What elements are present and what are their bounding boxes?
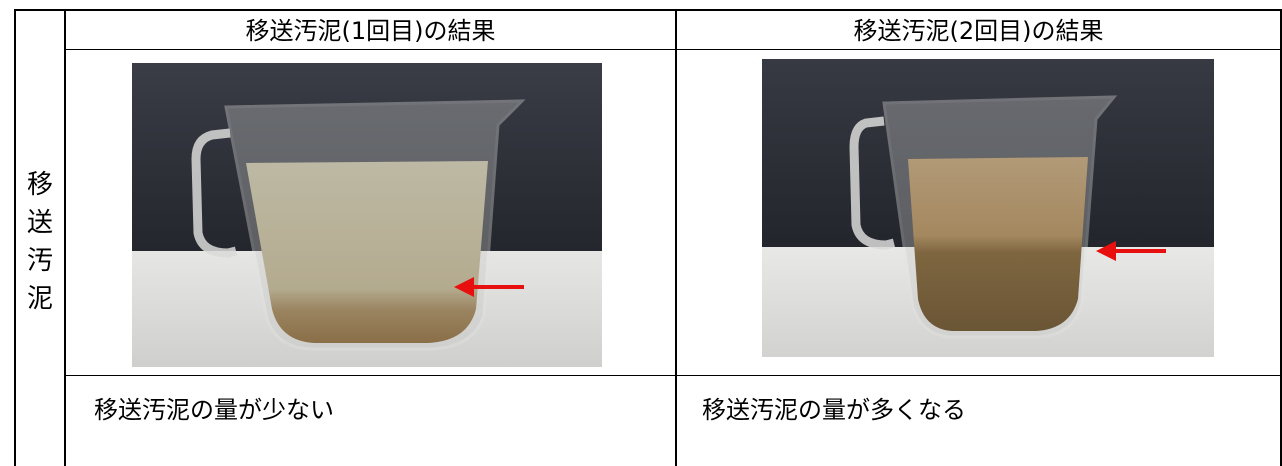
measuring-jug-photo-2	[762, 59, 1214, 357]
measuring-jug-photo-1	[132, 63, 602, 367]
row-header-char: 泥	[26, 284, 53, 314]
table-top-border	[14, 9, 1282, 11]
measuring-jug-photo	[762, 59, 1214, 357]
column-heading-first: 移送汚泥(1回目)の結果	[245, 17, 496, 45]
measuring-jug-photo	[132, 63, 602, 367]
row-header-char: 汚	[26, 246, 53, 276]
photo-row-divider	[64, 375, 1282, 376]
header-row-divider	[64, 49, 1282, 50]
row-header-char: 送	[26, 208, 53, 238]
caption-second: 移送汚泥の量が多くなる	[702, 396, 966, 424]
table-right-border	[1280, 9, 1282, 466]
column-divider	[675, 49, 677, 466]
column-heading-second: 移送汚泥(2回目)の結果	[853, 17, 1104, 45]
row-header-char: 移	[26, 170, 53, 200]
table-left-border	[14, 9, 16, 466]
row-header-divider	[64, 9, 66, 466]
caption-first: 移送汚泥の量が少ない	[94, 396, 334, 424]
column-divider-top	[675, 9, 677, 49]
row-header-label: 移 送 汚 泥	[16, 166, 64, 318]
